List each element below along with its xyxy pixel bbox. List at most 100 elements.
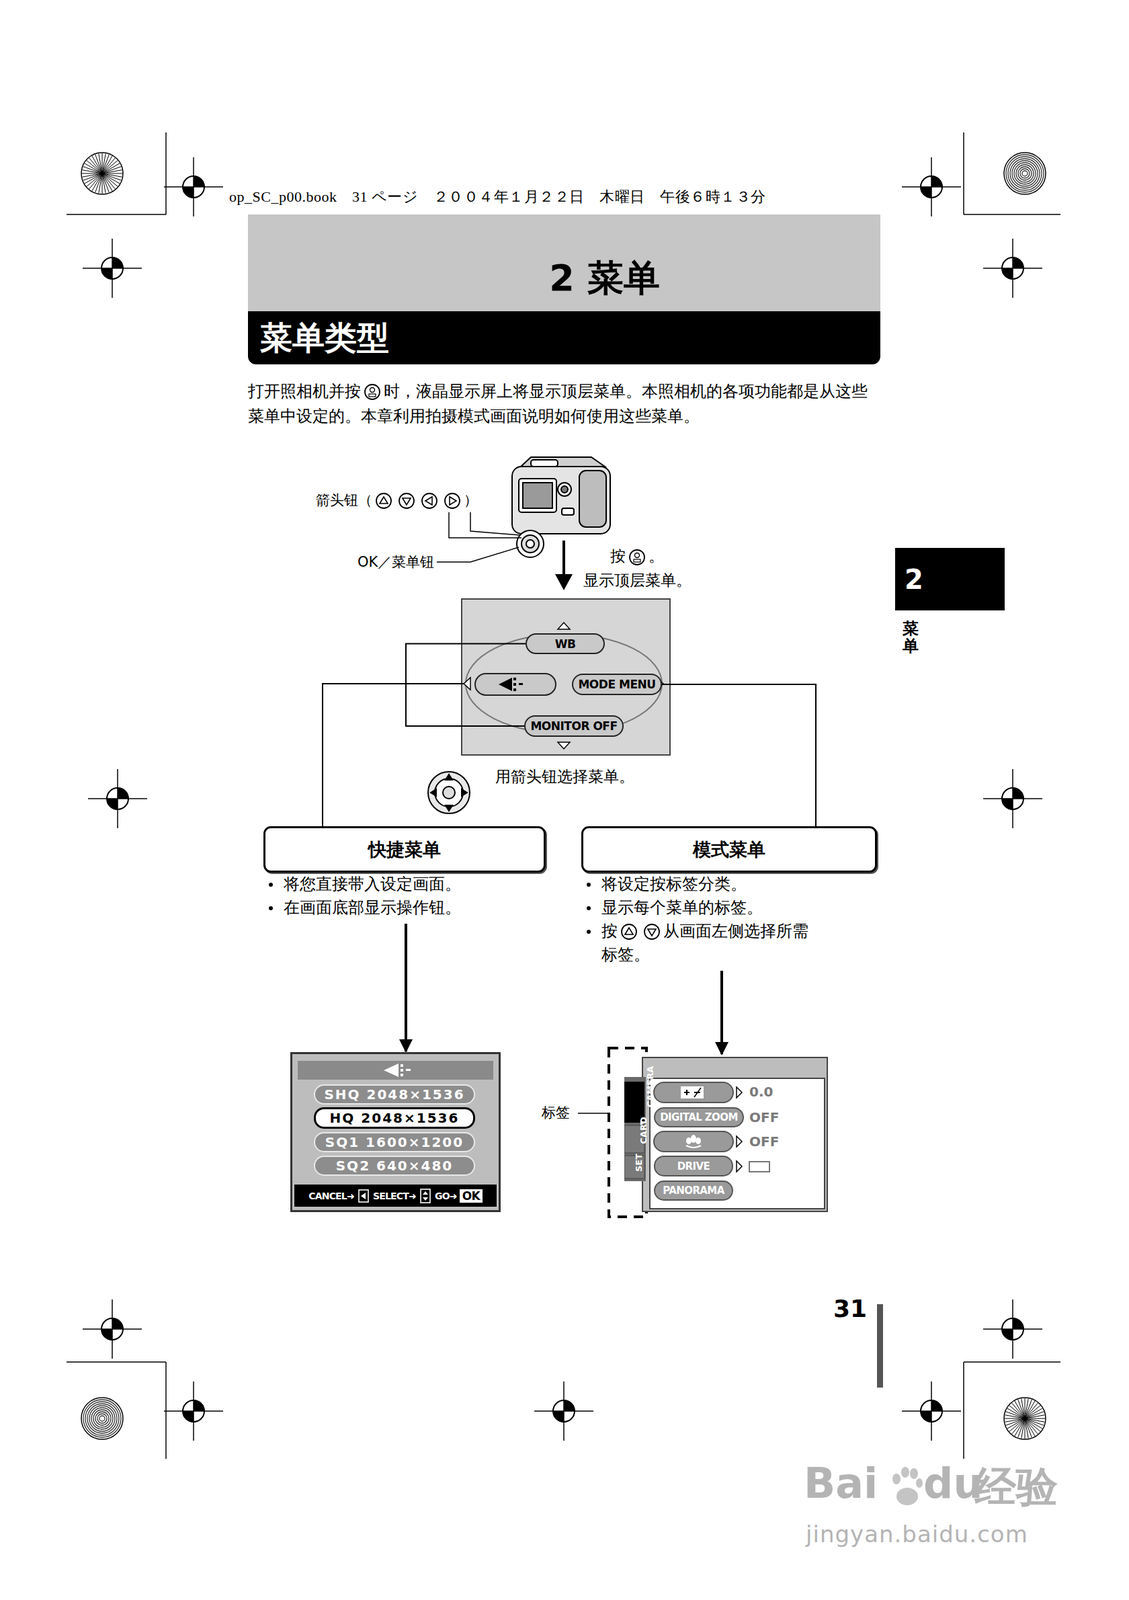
star-target: [1022, 170, 1028, 177]
node-text: SQ2 640×480: [336, 1157, 454, 1174]
star-target: [1008, 156, 1042, 191]
lcd-screen: [461, 598, 671, 755]
callout-label-text: 箭头钮（: [315, 491, 373, 509]
crop-lines: [66, 132, 1061, 1459]
running-header: op_SC_p00.book 31 ページ ２００４年１月２２日 木曜日 午後６…: [229, 186, 767, 207]
bar-text: GO➜: [434, 1190, 457, 1201]
callout-label: OK／菜单钮: [357, 552, 435, 572]
bullet-dot: [586, 905, 591, 910]
menu-heading-box: 模式菜单: [581, 825, 877, 873]
crosshair: [111, 1299, 113, 1359]
watermark: Bai: [803, 1458, 878, 1508]
star-target: [1024, 1417, 1038, 1434]
watermark: 经验: [974, 1458, 1058, 1515]
button-icon: [627, 547, 647, 567]
star-target: [1006, 154, 1044, 193]
icon-wrap: [374, 491, 394, 511]
setting-value-text: OFF: [749, 1108, 779, 1125]
bullet-row: 将设定按标签分类。: [586, 872, 877, 896]
watermark-text: Bai: [803, 1458, 878, 1508]
bullet-dot: [586, 929, 591, 934]
star-target: [91, 1407, 113, 1429]
option-pill: SQ1 1600×1200: [313, 1131, 476, 1152]
star-target: [1024, 1411, 1044, 1418]
button-icon: [362, 382, 382, 402]
option-pill: SHQ 2048×1536: [313, 1083, 476, 1105]
registration-marks: [81, 152, 1046, 1441]
node-text: DRIVE: [677, 1159, 710, 1173]
icon-wrap: [442, 491, 462, 511]
crosshair: [563, 1381, 565, 1441]
icon-wrap: [619, 919, 639, 943]
star-target: [89, 157, 103, 174]
node-text: 2: [904, 563, 924, 595]
star-target: [1024, 1417, 1032, 1437]
quick-icon: [297, 1060, 494, 1080]
star-target: [83, 1399, 121, 1437]
star-target: [1004, 1417, 1025, 1422]
node-text: HQ 2048×1536: [329, 1109, 460, 1126]
icon-wrap: [419, 1187, 432, 1204]
bar-text: SELECT➜: [372, 1190, 416, 1201]
icon-wrap: [357, 1188, 370, 1203]
crosshair: [1012, 1299, 1014, 1359]
star-target: [85, 1401, 119, 1435]
star-target: [87, 1403, 117, 1433]
dial-icon: [428, 771, 470, 814]
star-target: [81, 1397, 123, 1439]
star-target: [95, 1411, 109, 1425]
node-text: MONITOR OFF: [530, 719, 617, 733]
star-target: [89, 1405, 115, 1431]
star-target: [102, 160, 118, 174]
callout-label: 箭头钮（）: [315, 490, 478, 511]
intro-text-text: 打开照相机并按: [247, 381, 361, 401]
button-icon: [397, 491, 416, 511]
bullet-text: 将您直接带入设定画面。: [283, 874, 462, 894]
node-text: PANORAMA: [662, 1184, 724, 1197]
star-target: [93, 1409, 111, 1427]
note-text: 按。: [610, 545, 664, 567]
star-target: [97, 1413, 107, 1423]
page-number: 31: [833, 1294, 867, 1322]
callout-label-text: OK／菜单钮: [357, 553, 435, 570]
tab-text: CAMERA: [645, 1065, 656, 1108]
crosshair: [930, 157, 933, 217]
menu-heading: 快捷菜单: [368, 837, 441, 862]
bullet-text: 在画面底部显示操作钮。: [283, 897, 462, 917]
star-target: [1021, 1397, 1025, 1418]
note-text-text: 用箭头钮选择菜单。: [495, 767, 635, 785]
icon-wrap: [397, 491, 416, 511]
node-text: WB: [555, 637, 576, 651]
bullet-row: 将您直接带入设定画面。: [268, 872, 546, 896]
tab-text: CARD: [637, 1116, 648, 1144]
tab-text: SET: [633, 1153, 644, 1172]
button-icon: [357, 1188, 370, 1203]
menu-pill: MODE MENU: [571, 673, 662, 695]
callout-label-text: 标签: [541, 1104, 570, 1121]
note-text: 用箭头钮选择菜单。: [495, 766, 635, 787]
page-number-text: 31: [833, 1294, 867, 1322]
tab-label: 菜单: [902, 619, 919, 656]
option-pill: PANORAMA: [653, 1180, 734, 1201]
watermark: jingyan.baidu.com: [805, 1520, 1029, 1547]
button-icon: [619, 922, 639, 941]
watermark-paw: [892, 1466, 923, 1505]
quick-menu-screen: CANCEL➜SELECT➜GO➜OKSHQ 2048×1536HQ 2048×…: [292, 1053, 499, 1210]
menu-pill: MONITOR OFF: [524, 715, 624, 737]
node-text: SHQ 2048×1536: [323, 1085, 465, 1103]
mode-menu-screen: CAMERACARDSETDIGITAL ZOOMDRIVEPANORAMA: [624, 1056, 828, 1212]
connector: [322, 643, 526, 827]
star-target: [1018, 1399, 1025, 1418]
icon-wrap: [642, 919, 662, 943]
bullet-text: 按: [601, 921, 618, 941]
menu-pill: WB: [525, 633, 605, 654]
star-target: [102, 166, 121, 174]
bullet-row: 在画面底部显示操作钮。: [268, 895, 546, 920]
star-target: [83, 173, 103, 181]
crosshair: [1012, 768, 1014, 828]
crosshair: [111, 238, 113, 298]
button-icon: [374, 491, 394, 511]
star-target: [1006, 1417, 1025, 1425]
star-target: [102, 170, 123, 174]
